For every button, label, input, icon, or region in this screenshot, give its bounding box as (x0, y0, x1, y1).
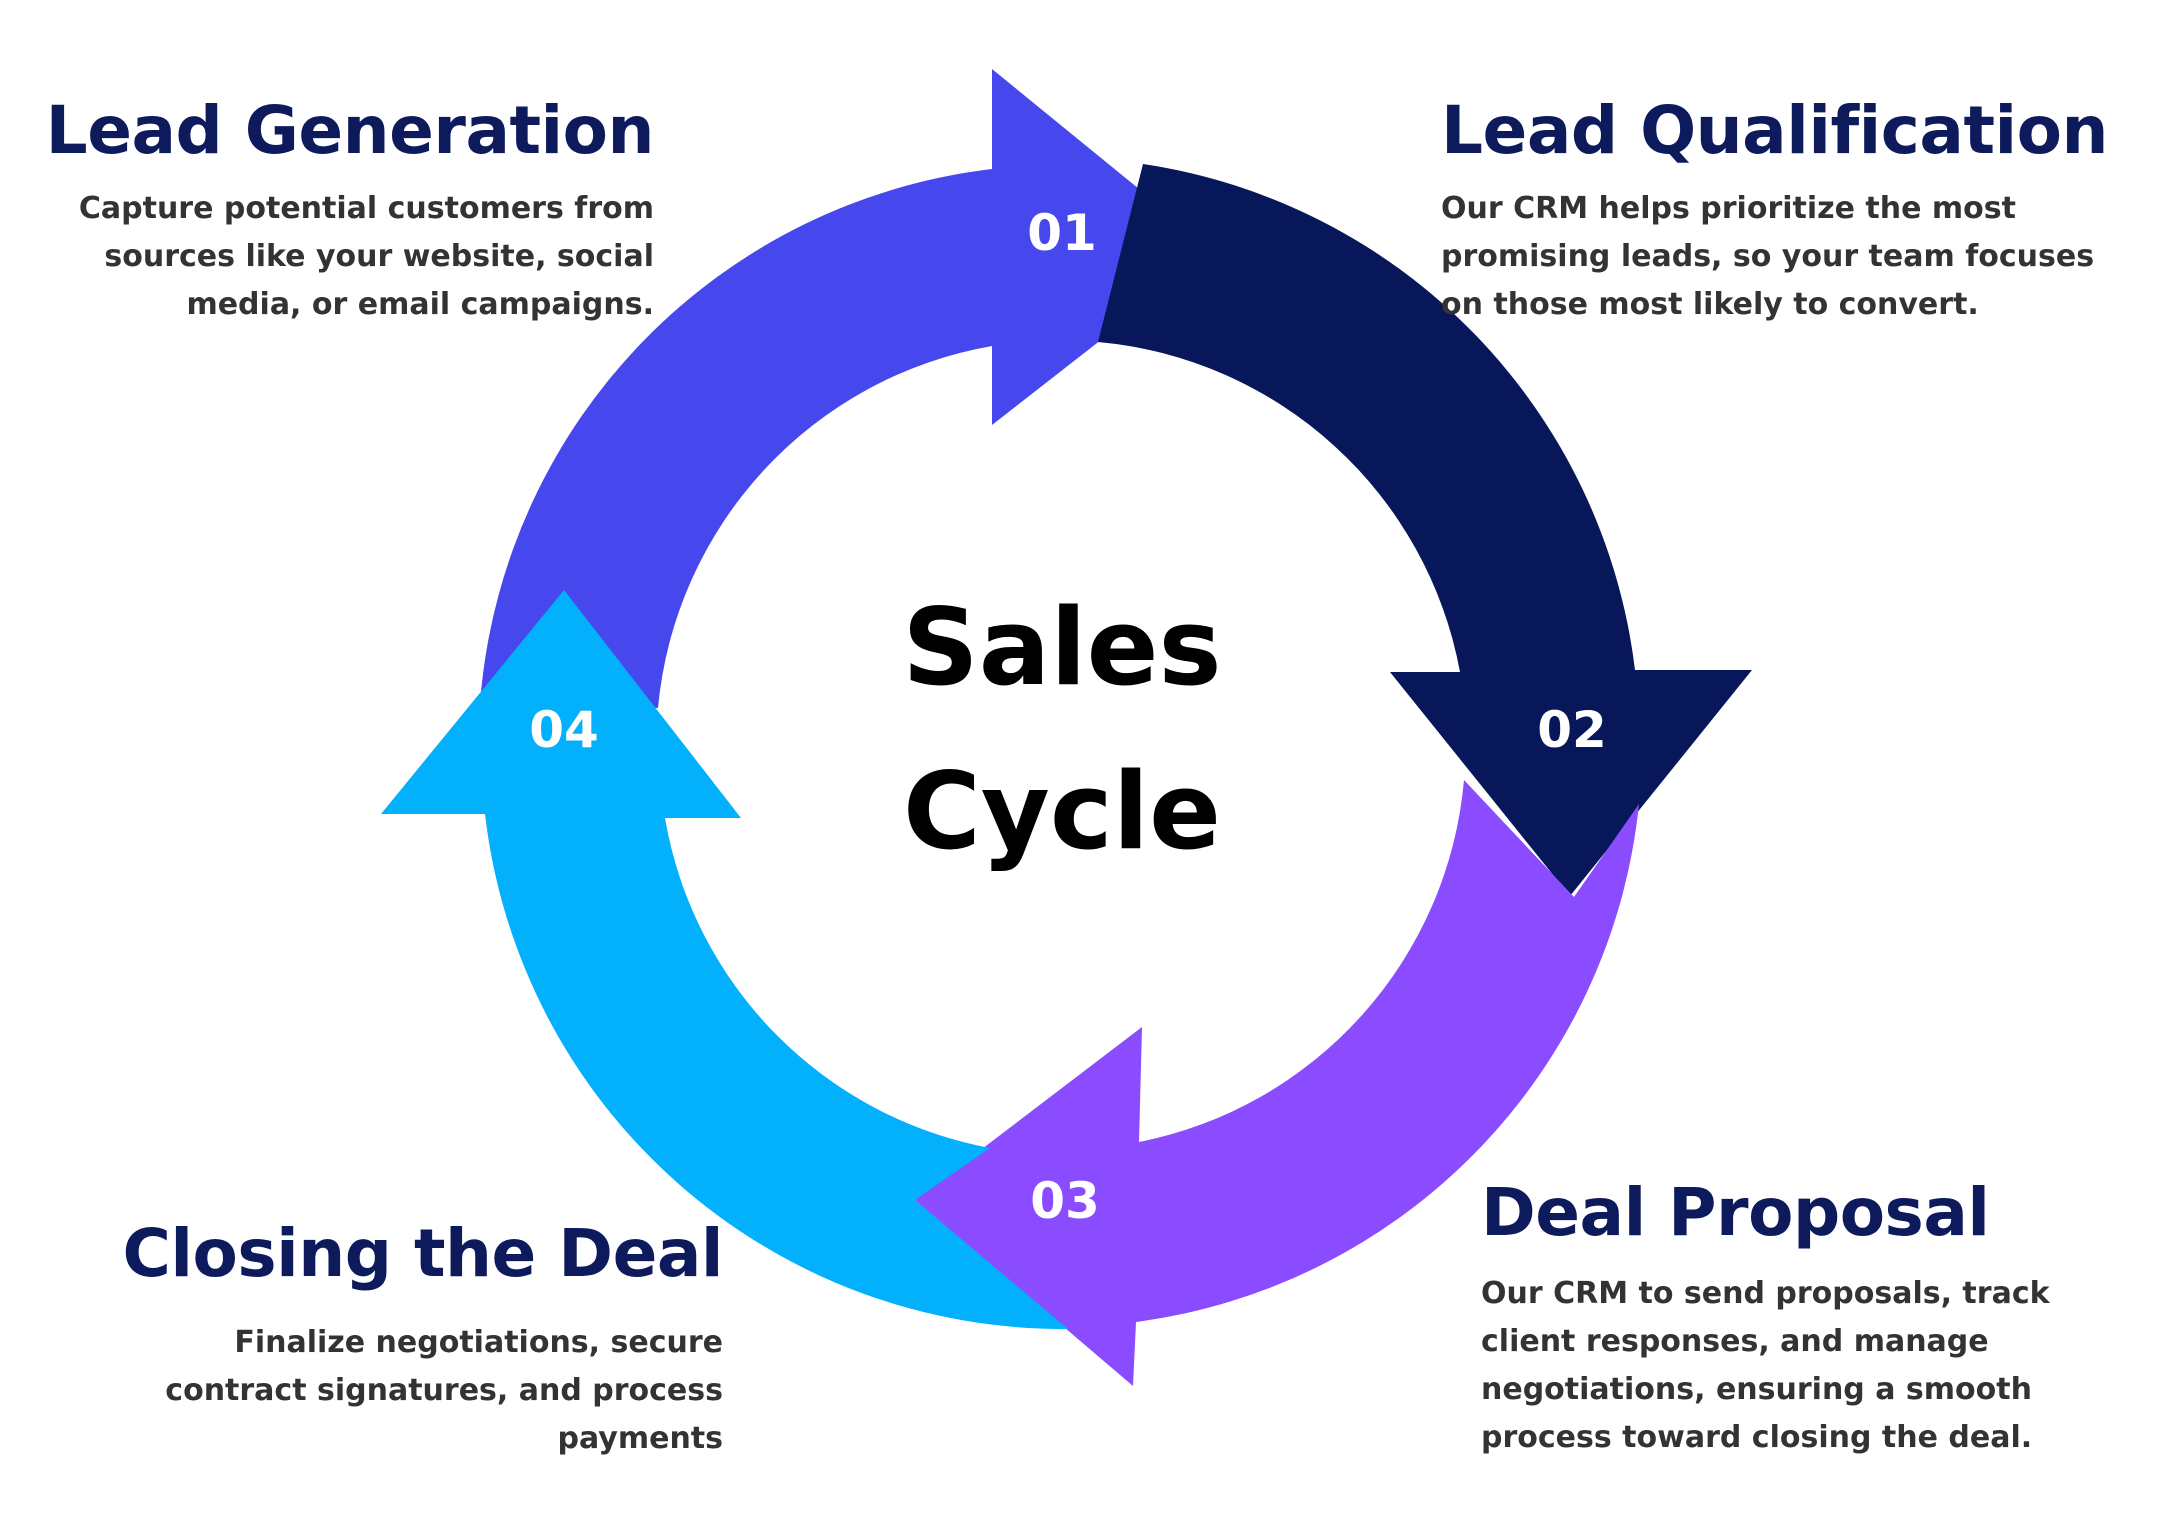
center-title-line-2: Cycle (903, 750, 1221, 873)
step-description-deal-proposal: Our CRM to send proposals, track client … (1481, 1276, 2050, 1455)
cycle-arrow-02 (1098, 164, 1752, 896)
step-title-closing-the-deal: Closing the Deal (122, 1215, 723, 1292)
step-description-lead-generation: Capture potential customers from sources… (78, 191, 654, 322)
step-number-01: 01 (1027, 204, 1097, 262)
step-description-lead-qualification: Our CRM helps prioritize the most promis… (1441, 191, 2095, 322)
step-number-02: 02 (1537, 701, 1607, 759)
step-title-lead-generation: Lead Generation (45, 92, 655, 169)
step-number-04: 04 (529, 701, 599, 759)
cycle-arrow-01 (481, 69, 1215, 708)
cycle-arrow-03 (915, 780, 1639, 1386)
cycle-arrow-04 (381, 590, 1068, 1330)
step-number-03: 03 (1030, 1172, 1100, 1230)
step-description-closing-the-deal: Finalize negotiations, secure contract s… (165, 1325, 723, 1456)
step-title-lead-qualification: Lead Qualification (1441, 92, 2108, 169)
step-title-deal-proposal: Deal Proposal (1481, 1174, 1990, 1251)
center-title-line-1: Sales (902, 586, 1221, 709)
